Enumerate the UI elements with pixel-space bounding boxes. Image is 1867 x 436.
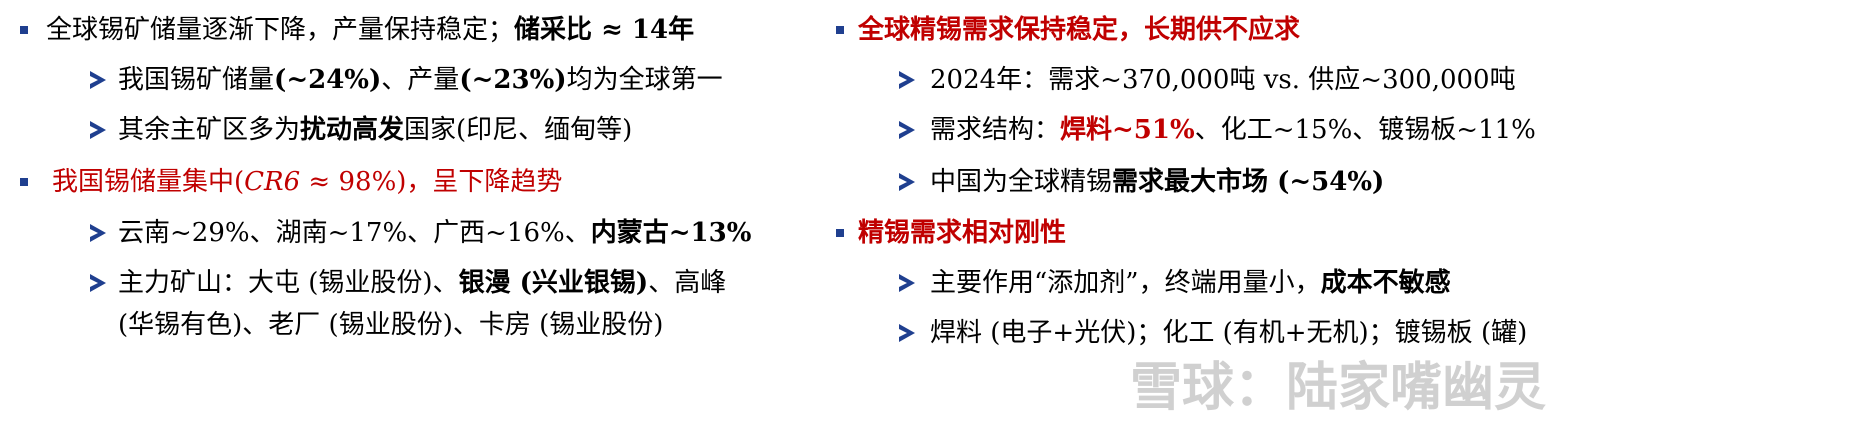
arrow-bullet-icon	[90, 274, 106, 292]
left-sub-1: 我国锡矿储量(~24%)、产量(~23%)均为全球第一	[118, 63, 723, 97]
text: 、化工~15%、镀锡板~11%	[1194, 115, 1536, 145]
text-bold-red: 焊料~51%	[1060, 115, 1195, 145]
arrow-bullet-icon	[899, 274, 915, 292]
text-bold: 银漫 (兴业银锡)	[458, 268, 649, 298]
text-bold: (~23%)	[459, 65, 567, 95]
text-bold: 需求最大市场 (~54%)	[1112, 167, 1385, 197]
text: 我国锡储量集中(	[52, 167, 245, 197]
text: 主力矿山：大屯 (锡业股份)、	[118, 268, 459, 298]
left-heading-2: 我国锡储量集中(CR6 ≈ 98%)，呈下降趋势	[52, 165, 562, 199]
arrow-bullet-icon	[90, 121, 106, 139]
arrow-bullet-icon	[899, 71, 915, 89]
left-sub-4-cont: (华锡有色)、老厂 (锡业股份)、卡房 (锡业股份)	[118, 310, 664, 340]
text: 中国为全球精锡	[930, 167, 1113, 197]
bullet-square-icon	[836, 229, 844, 237]
arrow-bullet-icon	[899, 121, 915, 139]
bullet-square-icon	[836, 26, 844, 34]
bullet-square-icon	[20, 178, 28, 186]
text-bold: 成本不敏感	[1320, 268, 1451, 298]
right-heading-2: 精锡需求相对刚性	[858, 218, 1067, 248]
text: 需求结构：	[930, 115, 1061, 145]
right-sub-1: 2024年：需求~370,000吨 vs. 供应~300,000吨	[930, 65, 1516, 95]
text: 主要作用“添加剂”，终端用量小，	[930, 268, 1321, 298]
left-sub-4: 主力矿山：大屯 (锡业股份)、银漫 (兴业银锡)、高峰	[118, 266, 726, 300]
text: 均为全球第一	[566, 65, 723, 95]
text: 其余主矿区多为	[118, 115, 301, 145]
text: 全球锡矿储量逐渐下降，产量保持稳定；	[46, 15, 515, 45]
arrow-bullet-icon	[899, 324, 915, 342]
text-bold: 内蒙古~13%	[590, 218, 752, 248]
right-sub-4: 主要作用“添加剂”，终端用量小，成本不敏感	[930, 266, 1451, 300]
text: 、高峰	[648, 268, 727, 298]
right-heading-1: 全球精锡需求保持稳定，长期供不应求	[858, 15, 1301, 45]
bullet-square-icon	[20, 26, 28, 34]
arrow-bullet-icon	[899, 173, 915, 191]
text-italic: CR6	[244, 167, 301, 197]
right-sub-3: 中国为全球精锡需求最大市场 (~54%)	[930, 165, 1384, 199]
right-sub-2: 需求结构：焊料~51%、化工~15%、镀锡板~11%	[930, 113, 1536, 147]
text-bold: 扰动高发	[300, 115, 405, 145]
left-heading-1: 全球锡矿储量逐渐下降，产量保持稳定；储采比 ≈ 14年	[46, 13, 694, 47]
left-sub-3: 云南~29%、湖南~17%、广西~16%、内蒙古~13%	[118, 216, 751, 250]
right-sub-5: 焊料 (电子+光伏)；化工 (有机+无机)；镀锡板 (罐)	[930, 318, 1528, 348]
left-sub-2: 其余主矿区多为扰动高发国家(印尼、缅甸等)	[118, 113, 632, 147]
watermark: 雪球：陆家嘴幽灵	[1130, 358, 1547, 418]
text: 、产量	[381, 65, 460, 95]
arrow-bullet-icon	[90, 224, 106, 242]
arrow-bullet-icon	[90, 71, 106, 89]
text: ≈ 98%)，呈下降趋势	[300, 167, 563, 197]
text-bold: 储采比 ≈ 14年	[514, 15, 695, 45]
text: 云南~29%、湖南~17%、广西~16%、	[118, 218, 591, 248]
text-bold: (~24%)	[274, 65, 382, 95]
text: 国家(印尼、缅甸等)	[404, 115, 633, 145]
text: 我国锡矿储量	[118, 65, 275, 95]
